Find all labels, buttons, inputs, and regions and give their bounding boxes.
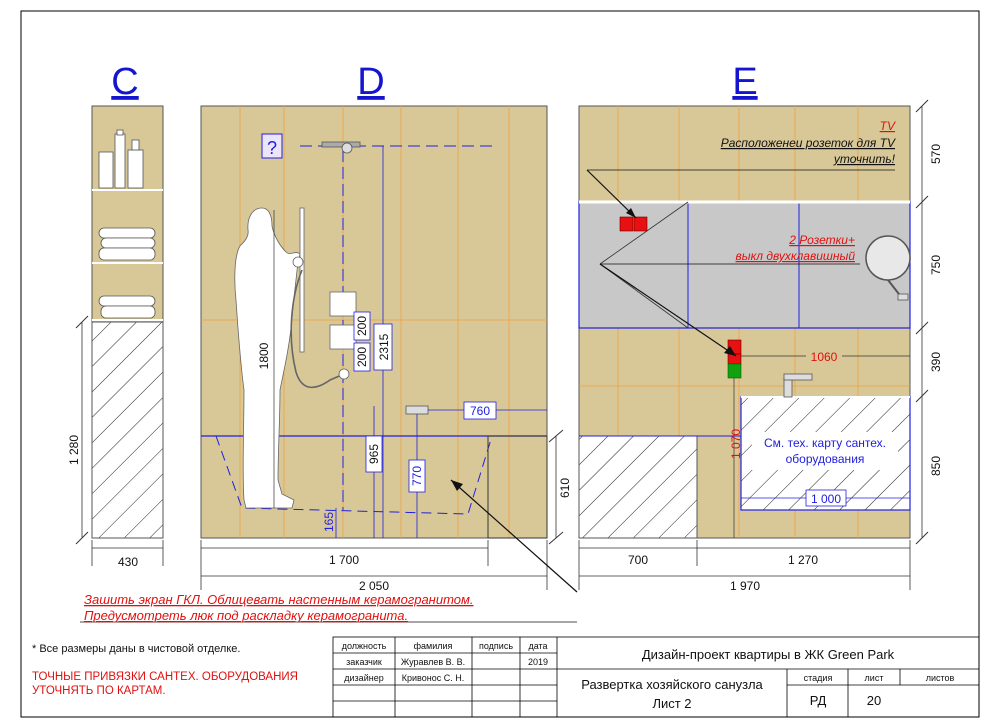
dim-d-965: 965 [367,444,381,464]
person-silhouette-icon [234,207,301,509]
dim-e-1060: 1060 [811,350,838,364]
towels-icon [98,227,156,319]
panel-d: ? 1800 2315 200 200 965 770 165 760 [200,105,572,593]
sheet-title: Развертка хозяйского санузла [581,677,763,692]
stamp-row1-position: заказчик [346,657,382,667]
stamp-header-surname: фамилия [414,641,453,651]
exact-note-line2: УТОЧНЯТЬ ПО КАРТАМ. [32,685,166,697]
stamp-sheet-value: 20 [867,693,881,708]
dim-c-height: 1 280 [67,435,81,465]
shower-head-icon [321,141,361,154]
plumbing-note-line2: оборудования [786,452,865,466]
stamp-row1-date: 2019 [528,657,548,667]
mirror-icon [865,235,911,301]
stamp-sheets-label: листов [926,673,955,683]
switch-icon [727,363,742,379]
stamp-header-date: дата [528,641,547,651]
dim-e-1000: 1 000 [811,492,841,506]
dim-d-760: 760 [470,404,490,418]
note-tv-sockets-line2: уточнить! [833,152,896,166]
note-sockets-line1: 2 Розетки+ [788,233,855,247]
dim-d-2050: 2 050 [359,579,389,593]
dim-e-390: 390 [929,352,943,372]
dim-d-mixer-b: 200 [355,347,369,367]
screen-note: Зашить экран ГКЛ. Облицевать настенным к… [80,479,578,623]
stamp-row2-surname: Кривонос С. Н. [402,673,464,683]
dim-e-1270: 1 270 [788,553,818,567]
stamp-header-position: должность [342,641,387,651]
tv-socket [619,216,634,232]
stamp-row1-surname: Журавлев В. В. [401,657,465,667]
dim-e-700: 700 [628,553,648,567]
stamp-sheet-label: лист [865,673,884,683]
dim-e-850: 850 [929,456,943,476]
stamp-stage-value: РД [810,693,827,708]
tv-socket [633,216,648,232]
screen-note-line2: Предусмотреть люк под раскладку керамогр… [84,608,408,623]
project-title: Дизайн-проект квартиры в ЖК Green Park [642,647,895,662]
stamp-header-signature: подпись [479,641,513,651]
question-mark-icon: ? [267,138,277,158]
bottles-icon [98,129,144,189]
note-tv: TV [880,119,896,133]
stamp-stage-label: стадия [804,673,833,683]
dim-d-mixer-a: 200 [355,316,369,336]
exact-note-line1: ТОЧНЫЕ ПРИВЯЗКИ САНТЕХ. ОБОРУДОВАНИЯ [32,671,298,683]
title-block [332,636,980,718]
note-tv-sockets-line1: Расположенеи розеток для TV [721,136,896,150]
sheet-name: Лист 2 [652,696,691,711]
dim-d-610: 610 [558,478,572,498]
dim-d-shower: 2315 [377,333,391,360]
panel-letter-d: D [357,61,384,103]
plumbing-note-line1: См. тех. карту сантех. [764,436,886,450]
faucet-icon [783,373,813,398]
dim-e-1070: 1 070 [729,429,743,459]
finish-note: * Все размеры даны в чистовой отделке. [32,643,240,655]
panel-letter-c: C [111,61,138,103]
dim-d-person: 1800 [257,342,271,369]
dim-d-770: 770 [410,466,424,486]
screen-note-line1: Зашить экран ГКЛ. Облицевать настенным к… [84,592,474,607]
dim-e-750: 750 [929,255,943,275]
panel-e: См. тех. карту сантех. оборудования 1 00… [578,99,943,593]
stamp-row2-position: дизайнер [344,673,383,683]
dim-e-570: 570 [929,144,943,164]
panel-c: 1 280 430 [67,105,164,569]
panel-letter-e: E [732,61,757,103]
dim-e-1970: 1 970 [730,579,760,593]
dim-c-width: 430 [118,555,138,569]
dim-d-165: 165 [322,512,336,532]
note-sockets-line2: выкл двухклавишный [736,249,856,263]
dim-d-1700: 1 700 [329,553,359,567]
